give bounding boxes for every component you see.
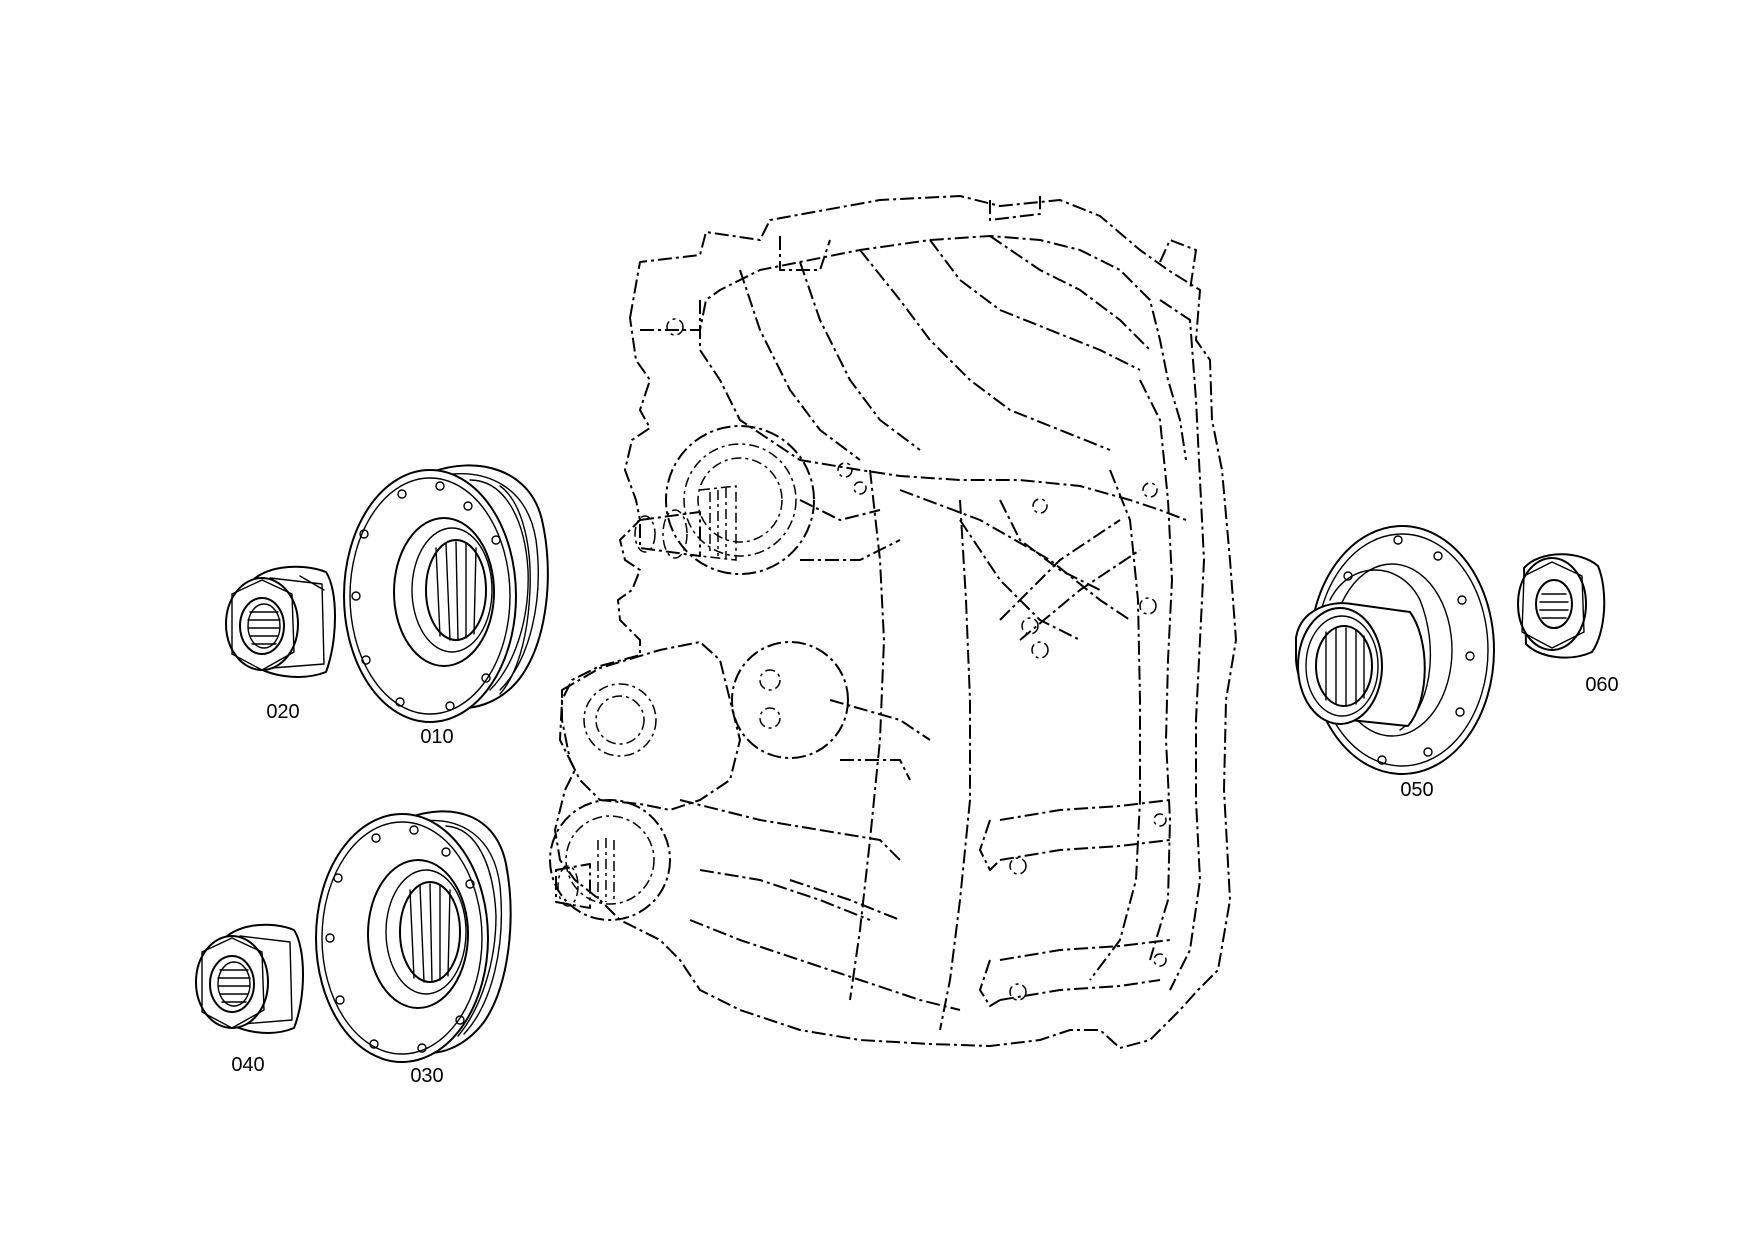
part-label-010: 010 <box>420 726 453 748</box>
flange-nut-icon <box>225 565 336 678</box>
part-label-060: 060 <box>1585 674 1618 696</box>
flange-nut-icon <box>1517 553 1606 659</box>
output-flange-icon <box>315 810 512 1063</box>
input-flange-icon <box>1295 525 1495 775</box>
part-label-020: 020 <box>266 701 299 723</box>
part-label-050: 050 <box>1400 779 1433 801</box>
part-label-040: 040 <box>231 1054 264 1076</box>
transfer-case-housing-icon <box>549 195 1237 1049</box>
part-label-030: 030 <box>410 1065 443 1087</box>
flange-nut-icon <box>195 923 304 1034</box>
output-flange-icon <box>343 464 549 723</box>
